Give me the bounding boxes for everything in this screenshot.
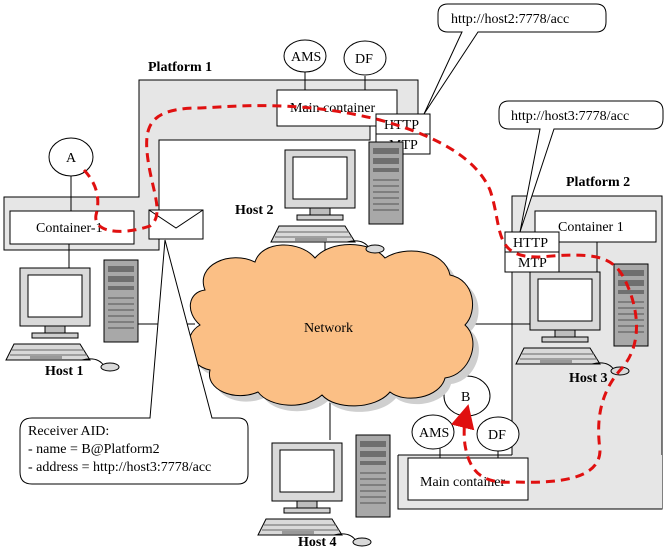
host1-computer	[5, 259, 139, 372]
p2-ams-agent	[411, 414, 455, 450]
agent-b-label: B	[461, 390, 470, 405]
platform2-label: Platform 2	[566, 175, 630, 190]
p2-ams-label: AMS	[419, 426, 449, 441]
url-host3-text: http://host3:7778/acc	[511, 109, 629, 124]
p2-main-container-label: Main container	[420, 475, 505, 490]
platform1-label: Platform 1	[148, 60, 212, 75]
p1-container-1	[9, 210, 135, 245]
host3-http-label: HTTP	[513, 236, 548, 251]
receiver-aid-address: - address = http://host3:7778/acc	[28, 460, 211, 475]
message-route-path	[82, 104, 638, 484]
url-host3-callout: http://host3:7778/acc	[498, 100, 664, 233]
url-host2-callout: http://host2:7778/acc	[423, 3, 607, 115]
host1-label: Host 1	[45, 364, 84, 379]
p1-df-agent	[343, 40, 387, 76]
p1-ams-label: AMS	[291, 50, 321, 65]
network-cloud: Network	[188, 244, 479, 412]
p1-df-label: DF	[355, 52, 373, 67]
host3-label: Host 3	[569, 371, 608, 386]
url-host2-text: http://host2:7778/acc	[451, 12, 569, 27]
p2-df-agent	[476, 416, 520, 452]
p2-df-label: DF	[488, 428, 506, 443]
agent-a	[48, 137, 94, 177]
p1-ams-agent	[283, 39, 327, 73]
host4-label: Host 4	[298, 535, 337, 550]
network-label: Network	[304, 321, 353, 336]
host4-computer	[257, 434, 391, 547]
p2-main-container	[407, 457, 529, 501]
agent-a-label: A	[66, 151, 77, 166]
host3-mtp-label: MTP	[518, 256, 547, 271]
host2-computer	[270, 141, 404, 254]
p1-container-1-label: Container-1	[36, 221, 103, 236]
p1-main-container-label: Main container	[290, 101, 375, 116]
p2-container-1-label: Container 1	[558, 220, 624, 235]
receiver-aid-title: Receiver AID:	[28, 424, 109, 439]
receiver-aid-name: - name = B@Platform2	[28, 442, 160, 457]
receiver-aid-callout: Receiver AID: - name = B@Platform2 - add…	[19, 239, 249, 485]
host2-label: Host 2	[235, 203, 274, 218]
